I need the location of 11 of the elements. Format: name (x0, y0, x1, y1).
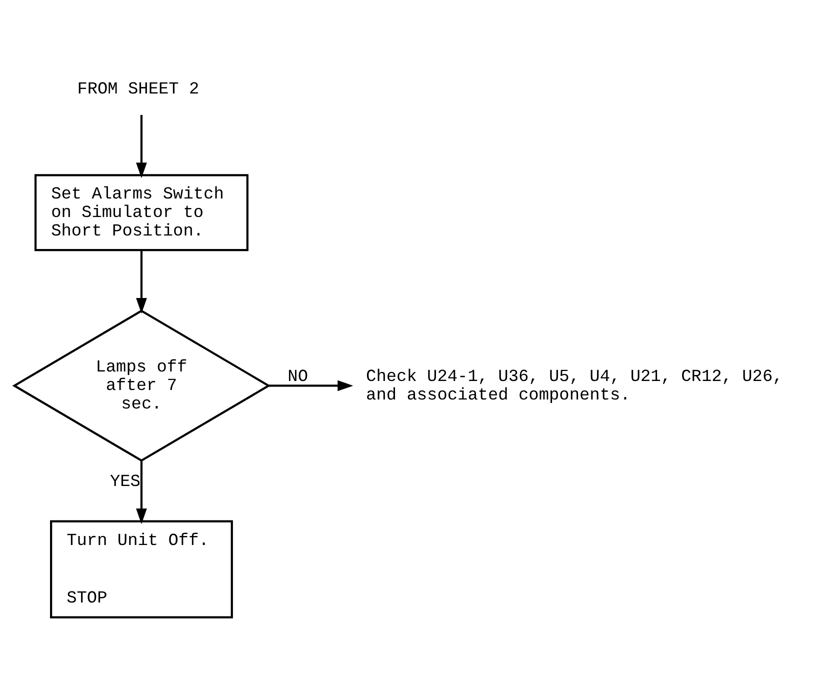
arrow (136, 250, 147, 314)
edge-label: NO (288, 367, 308, 386)
node-diamond: Lamps off after 7 sec. (12, 309, 271, 462)
edge-label: YES (110, 472, 140, 492)
node-text: Check U24-1, U36, U5, U4, U21, CR12, U26, and associated components. (366, 367, 783, 405)
arrow (268, 380, 354, 391)
node-text: FROM SHEET 2 (77, 80, 200, 99)
node-box: Set Alarms Switch on Simulator to Short Position. (34, 174, 248, 251)
arrow (136, 460, 147, 524)
node-box: Turn Unit Off. STOP (50, 520, 233, 618)
arrow (136, 114, 147, 178)
